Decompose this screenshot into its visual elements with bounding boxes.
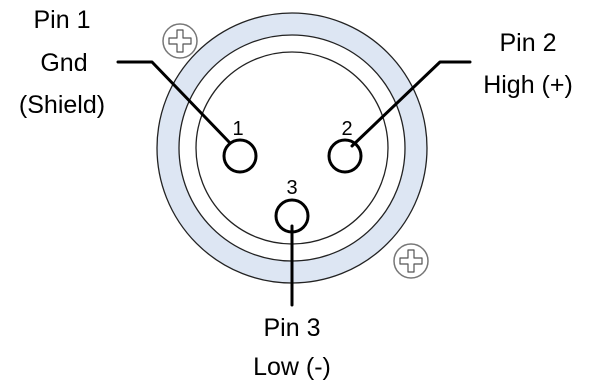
pin-1-function: Gnd [40, 49, 87, 77]
phillips-screw-icon [162, 23, 198, 59]
pin-1-title: Pin 1 [34, 6, 91, 34]
phillips-screw-icon [393, 243, 429, 279]
pin-1-callout: Pin 1 Gnd (Shield) [19, 6, 105, 119]
pin-1-socket [222, 138, 258, 174]
pin-2-leader-line [350, 60, 472, 148]
pin-2-callout: Pin 2 High (+) [483, 29, 573, 99]
pin-2-title: Pin 2 [500, 29, 557, 57]
pin-3-title: Pin 3 [264, 314, 321, 342]
connector-body [156, 12, 428, 284]
pin-2-socket [327, 138, 363, 174]
pin-3-callout: Pin 3 Low (-) [253, 314, 331, 381]
pin-1-number: 1 [232, 118, 243, 140]
pin-2-number: 2 [341, 118, 352, 140]
pin-1-leader-line [116, 60, 232, 145]
pin-1-note: (Shield) [19, 91, 105, 119]
pin-3-number: 3 [286, 177, 297, 199]
pin-2-function: High (+) [483, 71, 573, 99]
pin-3-function: Low (-) [253, 353, 331, 381]
